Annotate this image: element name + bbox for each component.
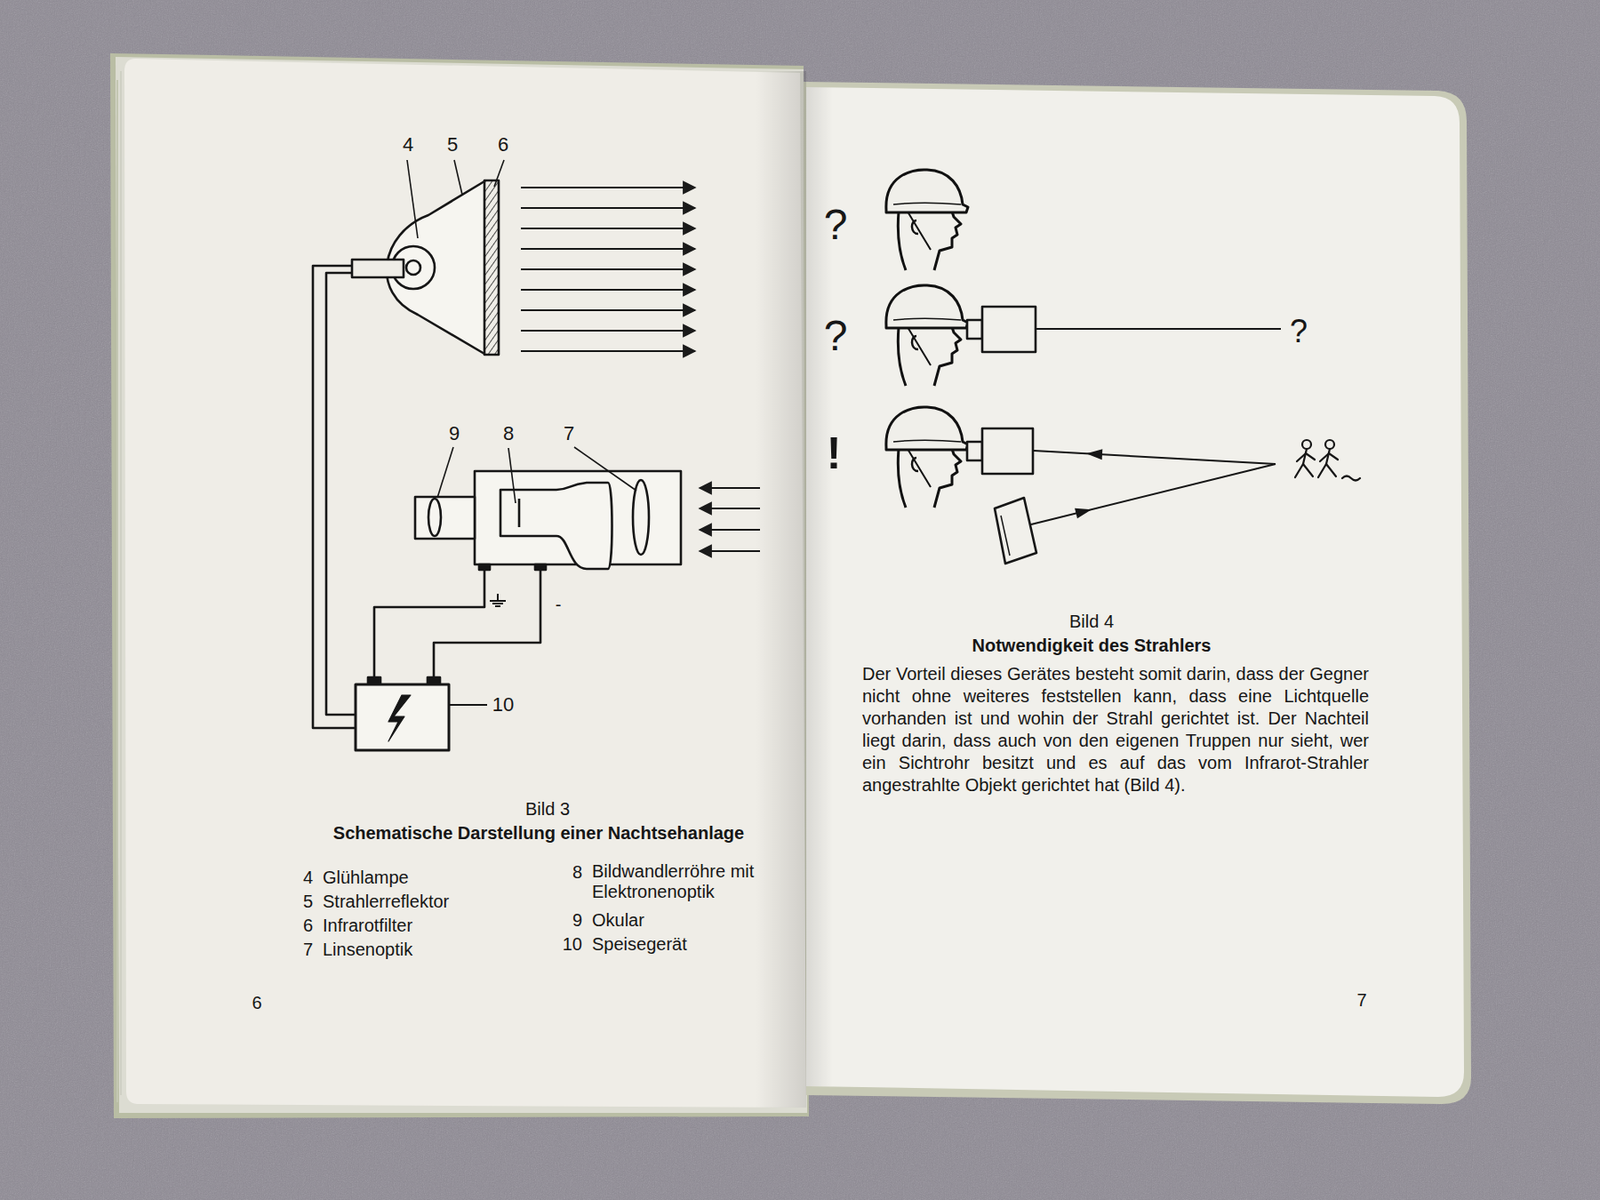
callout-number: 6 <box>497 133 509 156</box>
callout-number: 5 <box>447 133 458 156</box>
question-mark: ? <box>1289 312 1308 350</box>
figure-number: Bild 3 <box>525 799 570 820</box>
question-mark: ? <box>824 311 848 360</box>
callout-number: 8 <box>503 422 514 445</box>
legend-text: Okular <box>592 910 645 931</box>
legend-text: Bildwandlerröhre mit Elektronenoptik <box>592 861 775 903</box>
callout-number: 7 <box>563 422 575 445</box>
legend-text: Glühlampe <box>322 867 409 888</box>
callout-number: 4 <box>402 133 414 156</box>
figure-caption: Notwendigkeit des Strahlers <box>972 635 1212 656</box>
legend-number: 4 <box>303 867 313 888</box>
figure-number: Bild 4 <box>1069 611 1114 632</box>
page-number: 7 <box>1356 990 1367 1011</box>
callout-number: 10 <box>492 693 514 716</box>
page-number: 6 <box>251 992 262 1014</box>
legend-number: 9 <box>572 910 583 931</box>
legend-text: Speisegerät <box>592 934 688 955</box>
figure-caption: Schematische Darstellung einer Nachtseha… <box>333 823 744 844</box>
question-mark: ? <box>824 200 848 249</box>
legend-number: 6 <box>303 915 313 936</box>
callout-number: 9 <box>448 422 460 445</box>
exclamation-mark: ! <box>826 428 842 480</box>
legend-text: Infrarotfilter <box>322 915 413 936</box>
legend-number: 7 <box>303 939 313 960</box>
legend-number: 10 <box>562 934 583 955</box>
body-paragraph: Der Vorteil dieses Gerätes besteht somit… <box>862 663 1369 797</box>
legend-text: Strahlerreflektor <box>322 891 449 912</box>
polarity-sign: - <box>555 594 562 616</box>
legend-number: 8 <box>572 862 583 883</box>
legend-number: 5 <box>303 891 313 912</box>
legend-text: Linsenoptik <box>322 939 413 960</box>
